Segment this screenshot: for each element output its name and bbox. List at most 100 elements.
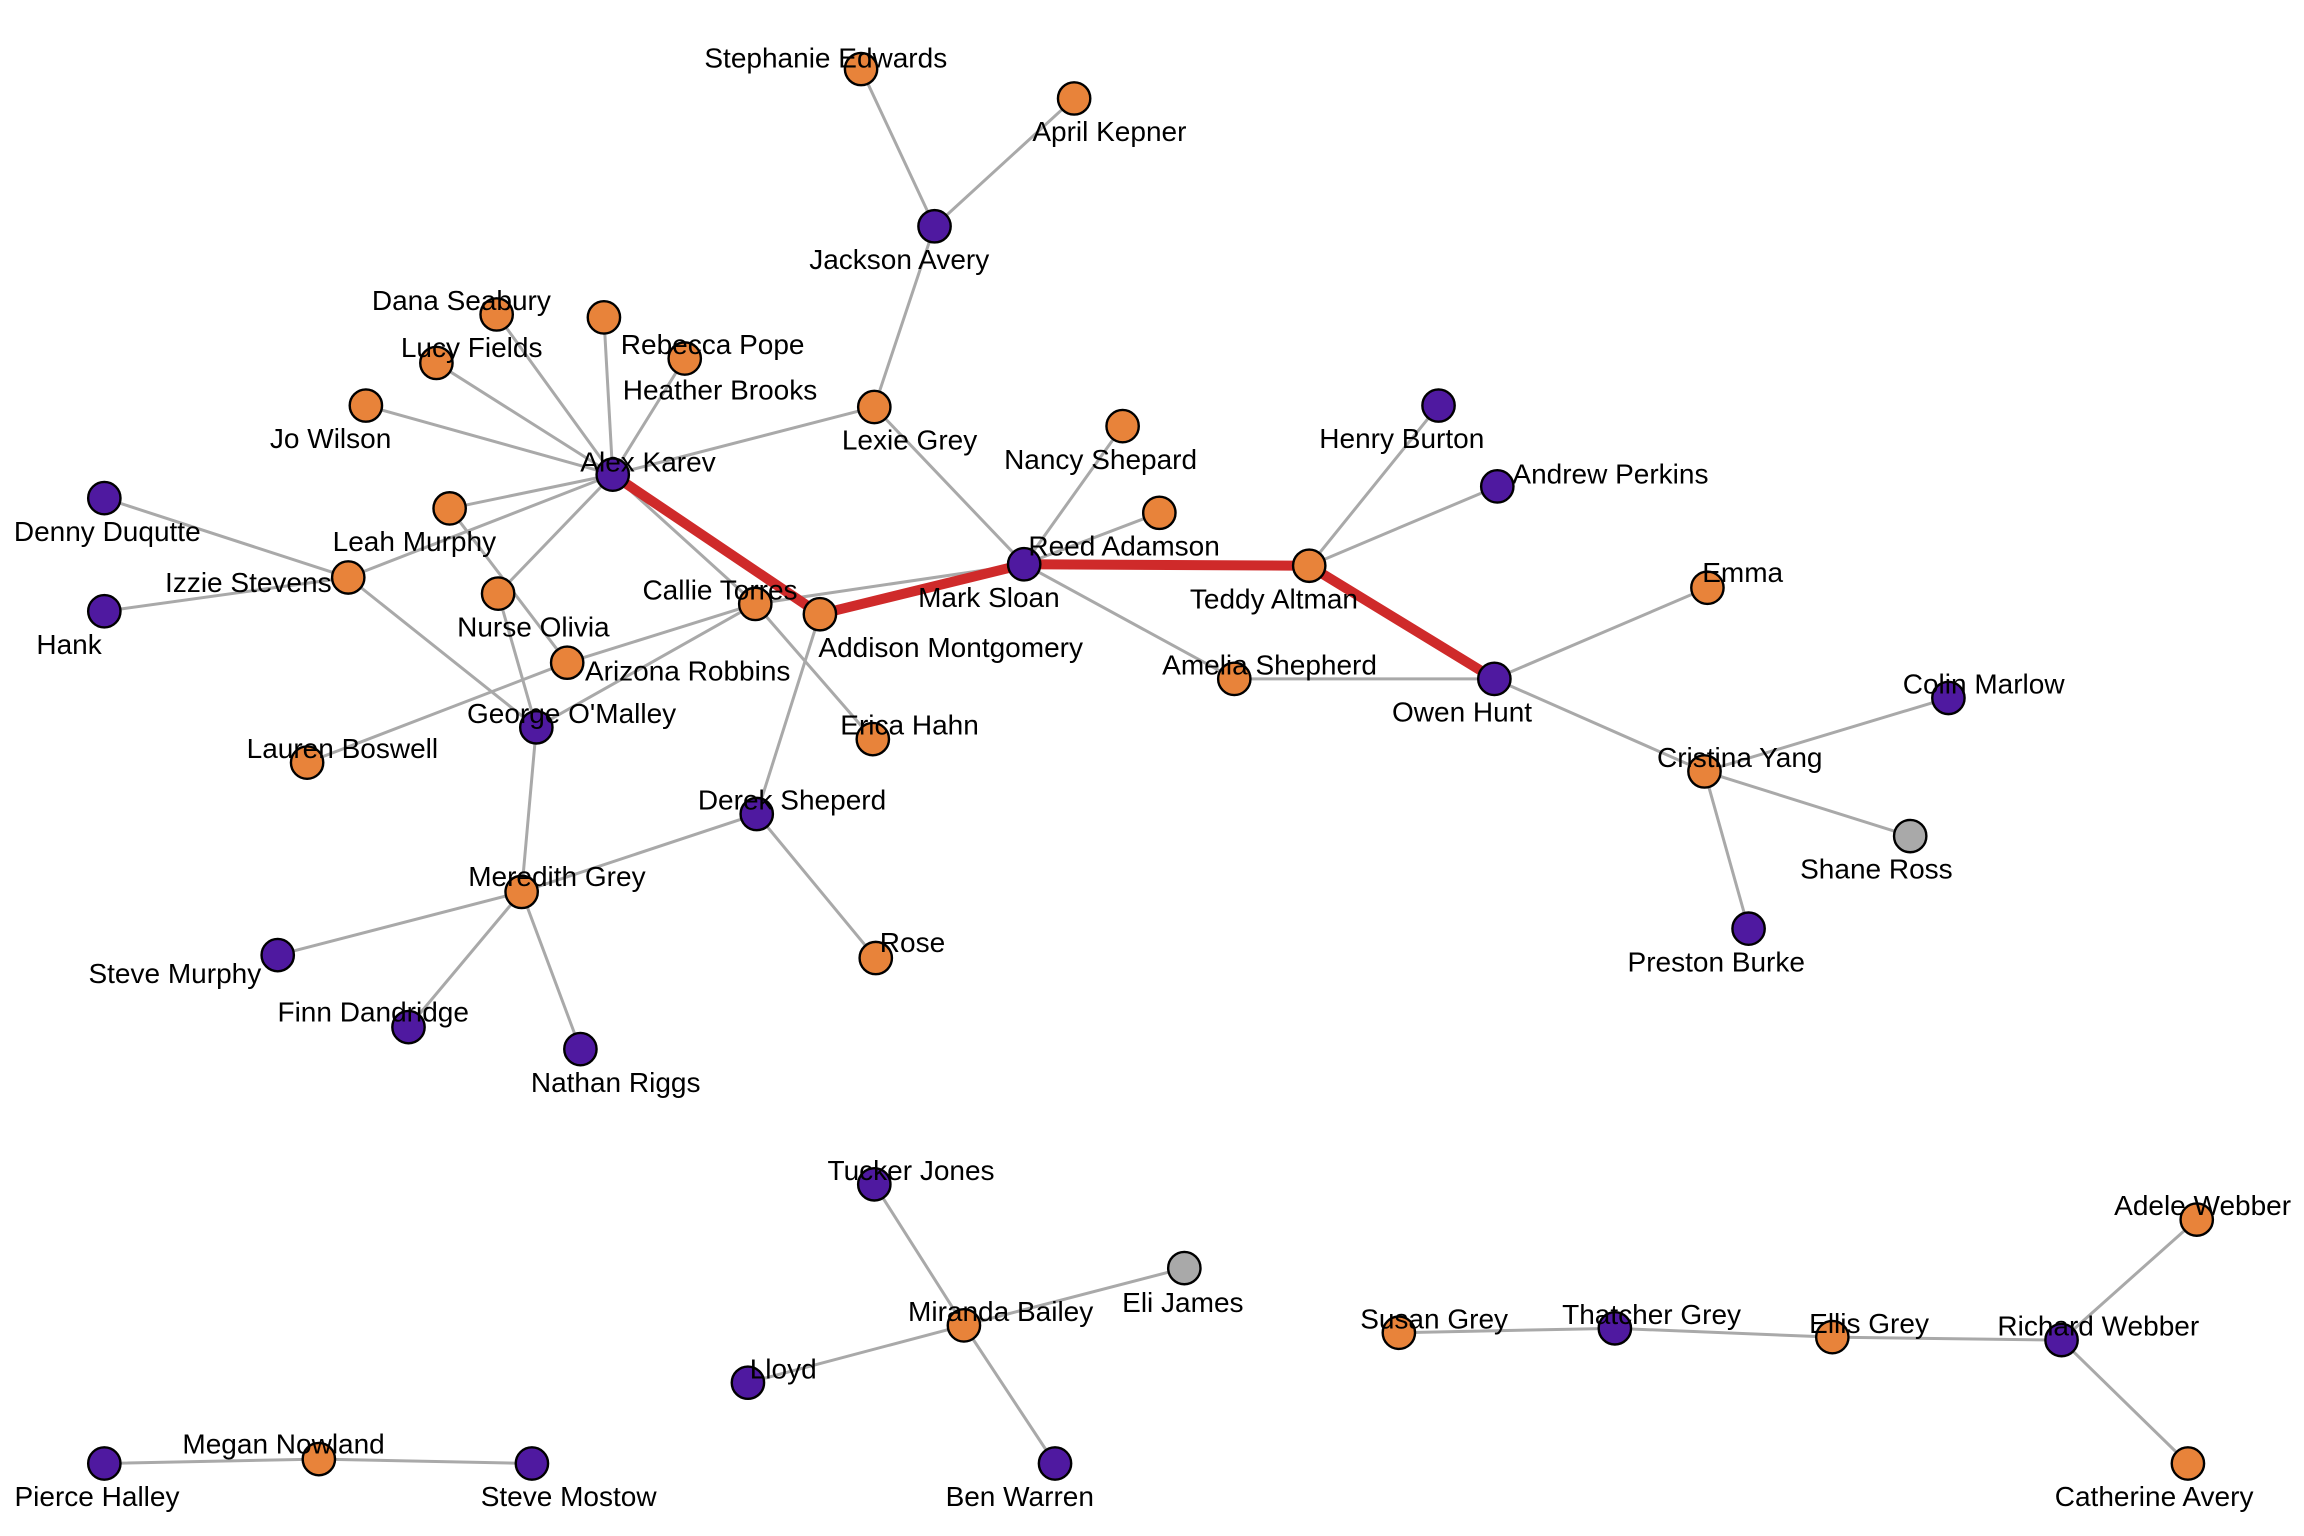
node-finn-dandridge[interactable]	[391, 1009, 426, 1045]
node-ellis-grey[interactable]	[1814, 1319, 1850, 1355]
node-callie-torres[interactable]	[737, 586, 773, 622]
edge-addison-montgomery-derek-sheperd	[755, 612, 822, 816]
node-hank[interactable]	[86, 593, 122, 629]
edge-izzie-stevens-denny-duqutte	[102, 496, 350, 579]
node-erica-hahn[interactable]	[855, 721, 891, 757]
node-addison-montgomery[interactable]	[802, 596, 838, 632]
node-lexie-grey[interactable]	[856, 389, 892, 425]
node-jackson-avery[interactable]	[917, 208, 952, 244]
edge-mark-sloan-amelia-shepherd	[1022, 562, 1236, 681]
node-rose[interactable]	[858, 940, 894, 976]
node-label-callie-torres: Callie Torres	[642, 575, 797, 606]
node-label-shane-ross: Shane Ross	[1800, 854, 1953, 885]
node-nancy-shepard[interactable]	[1105, 408, 1140, 444]
node-emma[interactable]	[1690, 570, 1725, 606]
node-miranda-bailey[interactable]	[946, 1308, 982, 1343]
node-steve-murphy[interactable]	[260, 937, 296, 973]
node-preston-burke[interactable]	[1731, 911, 1766, 947]
node-izzie-stevens[interactable]	[330, 560, 366, 595]
node-label-lauren-boswell: Lauren Boswell	[247, 733, 438, 764]
node-label-megan-nowland: Megan Nowland	[182, 1428, 384, 1459]
node-andrew-perkins[interactable]	[1479, 469, 1515, 504]
edge-susan-grey-thatcher-grey	[1397, 1326, 1617, 1335]
edge-alex-karev-rebecca-pope	[602, 315, 615, 477]
edge-teddy-altman-andrew-perkins	[1307, 484, 1499, 568]
node-thatcher-grey[interactable]	[1597, 1310, 1633, 1346]
nodes-layer	[86, 51, 2215, 1481]
node-label-rose: Rose	[880, 927, 945, 958]
node-mark-sloan[interactable]	[1006, 546, 1042, 582]
node-label-nurse-olivia: Nurse Olivia	[457, 611, 610, 642]
node-nathan-riggs[interactable]	[563, 1031, 598, 1067]
node-owen-hunt[interactable]	[1477, 661, 1512, 697]
node-megan-nowland[interactable]	[301, 1441, 337, 1477]
node-lucy-fields[interactable]	[419, 345, 454, 381]
node-adele-webber[interactable]	[2179, 1202, 2215, 1237]
node-label-nancy-shepard: Nancy Shepard	[1004, 444, 1197, 475]
edge-megan-nowland-steve-mostow	[317, 1457, 534, 1466]
node-derek-sheperd[interactable]	[739, 796, 775, 832]
node-pierce-halley[interactable]	[86, 1446, 122, 1481]
node-amelia-shepherd[interactable]	[1216, 661, 1252, 697]
node-label-stephanie-edwards: Stephanie Edwards	[704, 43, 947, 74]
node-susan-grey[interactable]	[1381, 1315, 1417, 1351]
edge-derek-sheperd-rose	[755, 812, 878, 960]
edge-meredith-grey-nathan-riggs	[520, 890, 582, 1051]
edge-izzie-stevens-george-o-malley	[346, 575, 538, 729]
edge-cristina-yang-shane-ross	[1702, 769, 1912, 838]
node-reed-adamson[interactable]	[1141, 495, 1177, 531]
edge-callie-torres-arizona-robbins	[565, 602, 757, 665]
node-label-thatcher-grey: Thatcher Grey	[1562, 1299, 1741, 1330]
node-colin-marlow[interactable]	[1931, 680, 1966, 716]
node-steve-mostow[interactable]	[514, 1446, 550, 1481]
edge-miranda-bailey-ben-warren	[962, 1323, 1057, 1466]
node-catherine-avery[interactable]	[2170, 1446, 2206, 1481]
node-teddy-altman[interactable]	[1291, 548, 1327, 584]
edge-stephanie-edwards-jackson-avery	[859, 67, 937, 228]
node-jo-wilson[interactable]	[348, 388, 384, 423]
node-henry-burton[interactable]	[1421, 388, 1456, 423]
node-richard-webber[interactable]	[2044, 1322, 2079, 1358]
node-denny-duqutte[interactable]	[86, 480, 122, 516]
node-stephanie-edwards[interactable]	[843, 51, 879, 87]
node-alex-karev[interactable]	[595, 457, 631, 492]
edge-owen-hunt-cristina-yang	[1492, 677, 1706, 773]
node-george-o-malley[interactable]	[518, 709, 554, 745]
node-label-addison-montgomery: Addison Montgomery	[818, 632, 1083, 663]
node-label-reed-adamson: Reed Adamson	[1028, 530, 1219, 561]
node-leah-murphy[interactable]	[432, 491, 467, 526]
node-label-amelia-shepherd: Amelia Shepherd	[1162, 649, 1377, 680]
node-tucker-jones[interactable]	[856, 1166, 892, 1202]
highlighted-edge-addison-montgomery-mark-sloan	[814, 559, 1030, 620]
edge-meredith-grey-steve-murphy	[276, 890, 524, 957]
edge-ellis-grey-richard-webber	[1830, 1335, 2064, 1342]
edge-alex-karev-lucy-fields	[434, 361, 615, 477]
highlighted-edge-teddy-altman-owen-hunt	[1304, 560, 1500, 684]
edge-richard-webber-adele-webber	[2060, 1218, 2199, 1342]
node-label-cristina-yang: Cristina Yang	[1657, 742, 1823, 773]
node-april-kepner[interactable]	[1056, 81, 1092, 116]
node-arizona-robbins[interactable]	[549, 645, 585, 681]
node-label-jackson-avery: Jackson Avery	[809, 244, 989, 275]
node-label-april-kepner: April Kepner	[1032, 116, 1186, 147]
node-label-steve-mostow: Steve Mostow	[481, 1481, 658, 1512]
edge-miranda-bailey-eli-james	[962, 1266, 1186, 1327]
node-lauren-boswell[interactable]	[289, 745, 325, 780]
node-eli-james[interactable]	[1166, 1250, 1202, 1286]
node-label-lloyd: Lloyd	[750, 1353, 817, 1384]
node-nurse-olivia[interactable]	[480, 576, 516, 611]
node-meredith-grey[interactable]	[504, 874, 539, 910]
node-label-finn-dandridge: Finn Dandridge	[277, 996, 468, 1027]
node-cristina-yang[interactable]	[1687, 754, 1722, 789]
node-dana-seabury[interactable]	[479, 297, 515, 332]
node-ben-warren[interactable]	[1037, 1446, 1073, 1481]
edge-cristina-yang-colin-marlow	[1702, 696, 1950, 773]
node-shane-ross[interactable]	[1892, 818, 1928, 854]
node-lloyd[interactable]	[730, 1365, 766, 1401]
edge-mark-sloan-reed-adamson	[1022, 511, 1161, 566]
node-label-meredith-grey: Meredith Grey	[468, 861, 645, 892]
edge-alex-karev-leah-murphy	[448, 473, 615, 510]
node-rebecca-pope[interactable]	[586, 300, 622, 335]
node-heather-brooks[interactable]	[667, 341, 703, 376]
edge-alex-karev-jo-wilson	[364, 404, 615, 477]
